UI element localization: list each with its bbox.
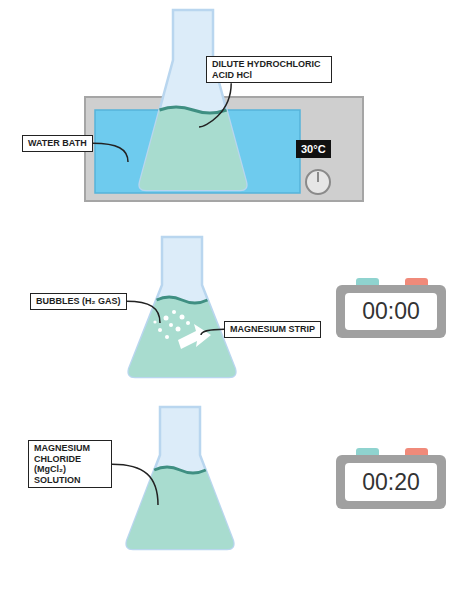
leader-line [201, 329, 224, 335]
gas-bubble [180, 315, 185, 320]
gas-bubble [169, 323, 173, 327]
label-text: WATER BATH [28, 138, 87, 149]
temperature-display: 30°C [296, 140, 331, 158]
callout-label: DILUTE HYDROCHLORIC ACID HCl [206, 56, 332, 83]
label-text: 30°C [301, 143, 326, 155]
label-text: 00:00 [362, 298, 420, 325]
liquid-surface [157, 297, 208, 303]
gas-bubble [153, 320, 156, 323]
timer-body [336, 285, 446, 338]
timer-display: 00:00 [345, 293, 437, 330]
liquid-surface [160, 107, 227, 113]
callout-label: MAGNESIUM CHLORIDE (MgCl₂) SOLUTION [28, 440, 112, 488]
label-text: DILUTE HYDROCHLORIC ACID HCl [212, 59, 326, 80]
gas-bubble [165, 335, 169, 339]
leader-line [112, 464, 158, 505]
liquid-surface [154, 467, 206, 473]
label-text: MAGNESIUM STRIP [230, 324, 315, 335]
callout-label: WATER BATH [22, 135, 93, 152]
gas-bubble [164, 316, 169, 321]
acid-liquid [140, 107, 247, 190]
temperature-knob [306, 170, 330, 194]
magnesium-strip [178, 324, 211, 349]
gas-bubble [176, 327, 181, 332]
water-bath-tank [85, 97, 363, 201]
conical-flask [140, 10, 247, 190]
timer-display: 00:20 [345, 463, 437, 501]
solution-liquid [127, 467, 234, 549]
label-text: MAGNESIUM CHLORIDE (MgCl₂) SOLUTION [34, 443, 106, 485]
gas-bubble [172, 310, 176, 314]
callout-label: BUBBLES (H₂ GAS) [30, 293, 127, 310]
knob-indicator [317, 172, 319, 182]
label-text: 00:20 [362, 469, 420, 496]
leader-line [199, 83, 231, 127]
timer-body [336, 455, 446, 509]
acid-liquid [129, 297, 236, 377]
gas-bubble [186, 321, 190, 325]
conical-flask [127, 407, 234, 549]
conical-flask [129, 237, 236, 377]
label-text: BUBBLES (H₂ GAS) [36, 296, 121, 307]
callout-label: MAGNESIUM STRIP [224, 321, 321, 338]
leader-line [127, 301, 161, 323]
leader-line [93, 143, 128, 162]
gas-bubble [158, 328, 162, 332]
